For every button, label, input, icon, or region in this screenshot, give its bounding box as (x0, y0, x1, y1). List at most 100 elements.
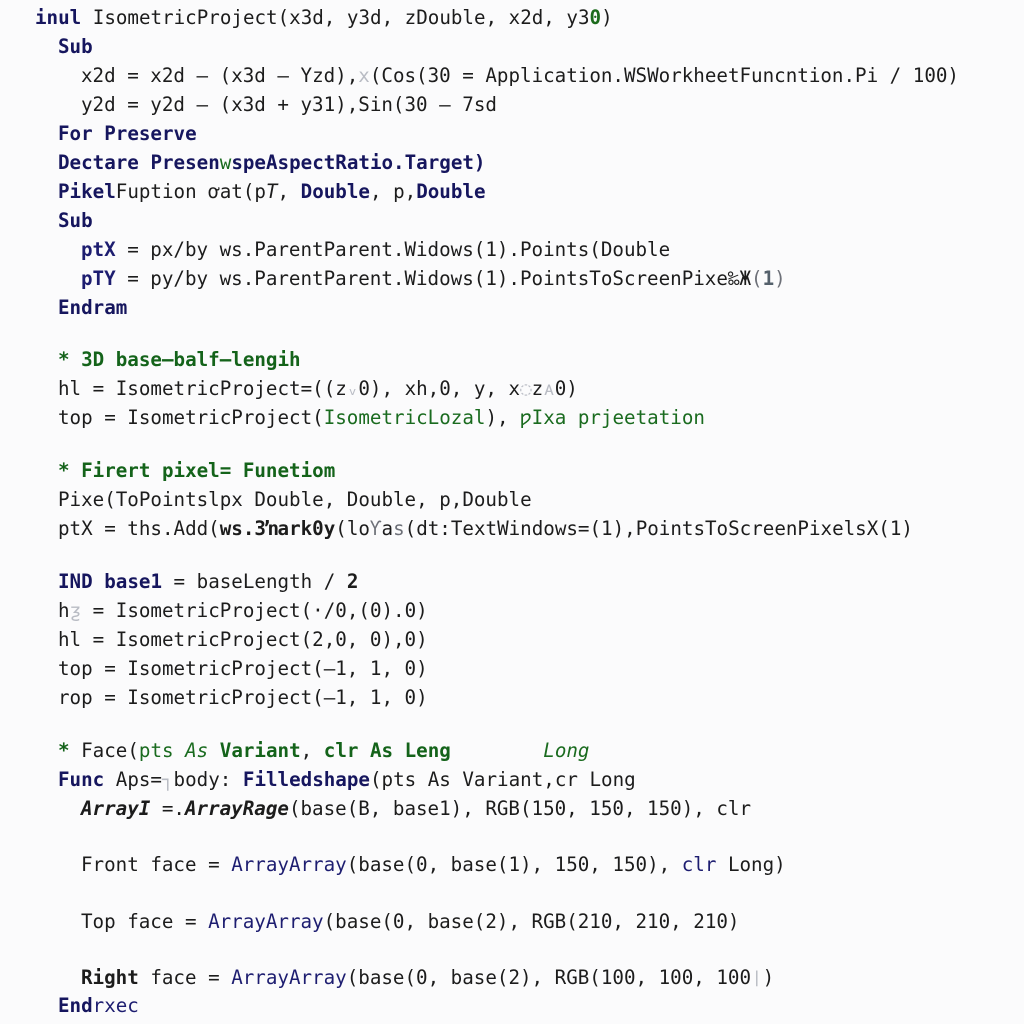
code-token: Preserve (104, 122, 197, 145)
code-token: ᵥ (346, 377, 359, 400)
code-token: hl = IsometricProject=((z (58, 377, 347, 400)
code-token: pTY (81, 267, 116, 290)
code-token: ơat( (208, 180, 255, 203)
code-line[interactable]: ArrayI =.ArrayRage(base(B, base1), RGB(1… (0, 795, 1024, 823)
code-token (486, 739, 521, 762)
code-token (93, 570, 105, 593)
code-line[interactable]: Front face = ArrayArray(base(0, base(1),… (0, 851, 1024, 879)
code-line[interactable]: pTY = py/by ws.ParentParent.Widows(1).Po… (0, 265, 1024, 293)
code-line[interactable]: Right face = ArrayArray(base(0, base(2),… (0, 964, 1024, 992)
code-token: (base(B, base1), RGB(150, 150, 150), (288, 797, 717, 820)
code-token: body (173, 768, 220, 791)
code-line[interactable]: rop = IsometricProject(–1, 1, 0) (0, 684, 1024, 712)
code-token: Filledshape (242, 768, 370, 791)
code-token: face = (138, 966, 232, 989)
code-line[interactable]: Func Aps=┐body: Filledshape(pts As Varia… (0, 766, 1024, 794)
code-token: ❘ (751, 966, 763, 989)
code-token: (x3d (208, 64, 278, 87)
code-line[interactable]: hl = IsometricProject=((zᵥ0), xh,0, y, x… (0, 375, 1024, 403)
code-token: = IsometricProject( (81, 599, 313, 622)
code-token: ArrayI (81, 797, 151, 820)
code-token: : (219, 768, 232, 791)
code-token: Ж (739, 267, 752, 290)
code-token: ┐ (161, 768, 174, 791)
code-line[interactable]: * Firert pixel= Funetiom (0, 457, 1024, 485)
code-token: (pts As Variant, (369, 768, 555, 791)
code-line[interactable]: Dectare PresenwspeAspectRatio.Target) (0, 149, 1024, 177)
code-line[interactable]: ptX = ths.Add(ws.3ŉark0y(loƳaѕ(dt:TextWi… (0, 515, 1024, 543)
code-token (208, 739, 220, 762)
code-token: clr (681, 853, 717, 876)
code-line[interactable]: Sub (0, 33, 1024, 61)
code-token: lo (346, 517, 370, 540)
code-token: (dt:TextWindows=(1),PointsToScreenPixels… (404, 517, 913, 540)
code-token: x2d = x2d (81, 64, 197, 87)
code-line[interactable]: Sub (0, 207, 1024, 235)
code-token (139, 151, 151, 174)
code-token: 1 (762, 267, 775, 290)
code-token: – (277, 64, 289, 87)
code-line[interactable]: * Face(pts As Variant, clr As Leng Long (0, 737, 1024, 765)
code-line[interactable]: top = IsometricProject(IsometricLozal), … (0, 404, 1024, 432)
code-token: Fuption (115, 180, 197, 203)
code-token: ‰ (727, 267, 740, 290)
code-token: Endram (58, 296, 128, 319)
code-token: ptX (81, 238, 116, 261)
code-line[interactable]: * 3D base–balf–lengih (0, 346, 1024, 374)
code-token: y2d = y2d (81, 93, 197, 116)
code-line[interactable]: Pixe(ToPointslpx Double, Double, p,Doubl… (0, 486, 1024, 514)
code-token: ), (485, 406, 521, 429)
code-token (451, 93, 463, 116)
code-token: Face (81, 739, 128, 762)
code-token: ŉ (265, 517, 278, 540)
code-token: ) (762, 966, 775, 989)
code-token: ᴀ (543, 377, 555, 400)
code-line[interactable]: IND base1 = baseLength / 2 (0, 568, 1024, 596)
code-token (520, 739, 543, 762)
code-line[interactable]: Endram (0, 294, 1024, 322)
code-line[interactable] (0, 937, 1024, 965)
code-token: As (185, 739, 209, 762)
code-token: – (196, 64, 209, 87)
code-token: Yzd), (288, 64, 359, 87)
code-token: face = (138, 853, 232, 876)
code-line[interactable]: hl = IsometricProject(2,0, 0),0) (0, 626, 1024, 654)
code-token: Top face = (81, 910, 209, 933)
code-token: ptX = ths.Add( (58, 517, 220, 540)
code-token: rxec (92, 994, 139, 1017)
code-token: hl = IsometricProject(2,0, 0),0) (58, 628, 428, 651)
code-token: Dectare (58, 151, 139, 174)
code-line[interactable] (0, 880, 1024, 908)
code-token: – (439, 93, 451, 116)
code-line[interactable] (0, 824, 1024, 852)
code-token: Double (416, 180, 486, 203)
code-token: Long) (716, 853, 786, 876)
code-line[interactable]: Top face = ArrayArray(base(0, base(2), R… (0, 908, 1024, 936)
code-line[interactable]: PikelFuption ơat(pT, Double, p,Double (0, 178, 1024, 206)
code-line[interactable]: For Preserve (0, 120, 1024, 148)
code-line[interactable]: ptX = px/by ws.ParentParent.Widows(1).Po… (0, 236, 1024, 264)
code-line[interactable]: Endrxec (0, 992, 1024, 1020)
code-token: w (219, 151, 232, 174)
code-token: 2 (346, 570, 359, 593)
code-token: 1 (150, 570, 162, 593)
code-line[interactable]: inul IsometricProject(x3d, y3d, zDouble,… (0, 4, 1024, 32)
code-line[interactable]: top = IsometricProject(–1, 1, 0) (0, 655, 1024, 683)
code-token: Aps= (104, 768, 162, 791)
code-token: = py/by ws.ParentParent.Widows(1).Points… (115, 267, 728, 290)
code-token: (base(0, base(1), 150, 150), (346, 853, 682, 876)
code-token: ) (601, 6, 613, 29)
code-token: 0), xh,0, y, x (358, 377, 521, 400)
code-token: T (265, 180, 278, 203)
code-token: Long (543, 739, 590, 762)
code-token: ƺ (69, 599, 82, 622)
code-line[interactable]: y2d = y2d – (x3d + y31),Sin(30 – 7sd (0, 91, 1024, 119)
code-token: End (58, 994, 93, 1017)
code-line[interactable]: hƺ = IsometricProject(·/0,(0).0) (0, 597, 1024, 625)
code-token: Long (577, 768, 636, 791)
code-token: pts (138, 739, 186, 762)
code-line[interactable]: x2d = x2d – (x3d – Yzd),x(Cos(30 = Appli… (0, 62, 1024, 90)
code-token: Pixe(ToPointslpx Double, Double, p,Doubl… (58, 488, 532, 511)
code-token: IsometricProject(x3d, y3d, zDouble, x2d,… (81, 6, 590, 29)
code-token (93, 122, 105, 145)
